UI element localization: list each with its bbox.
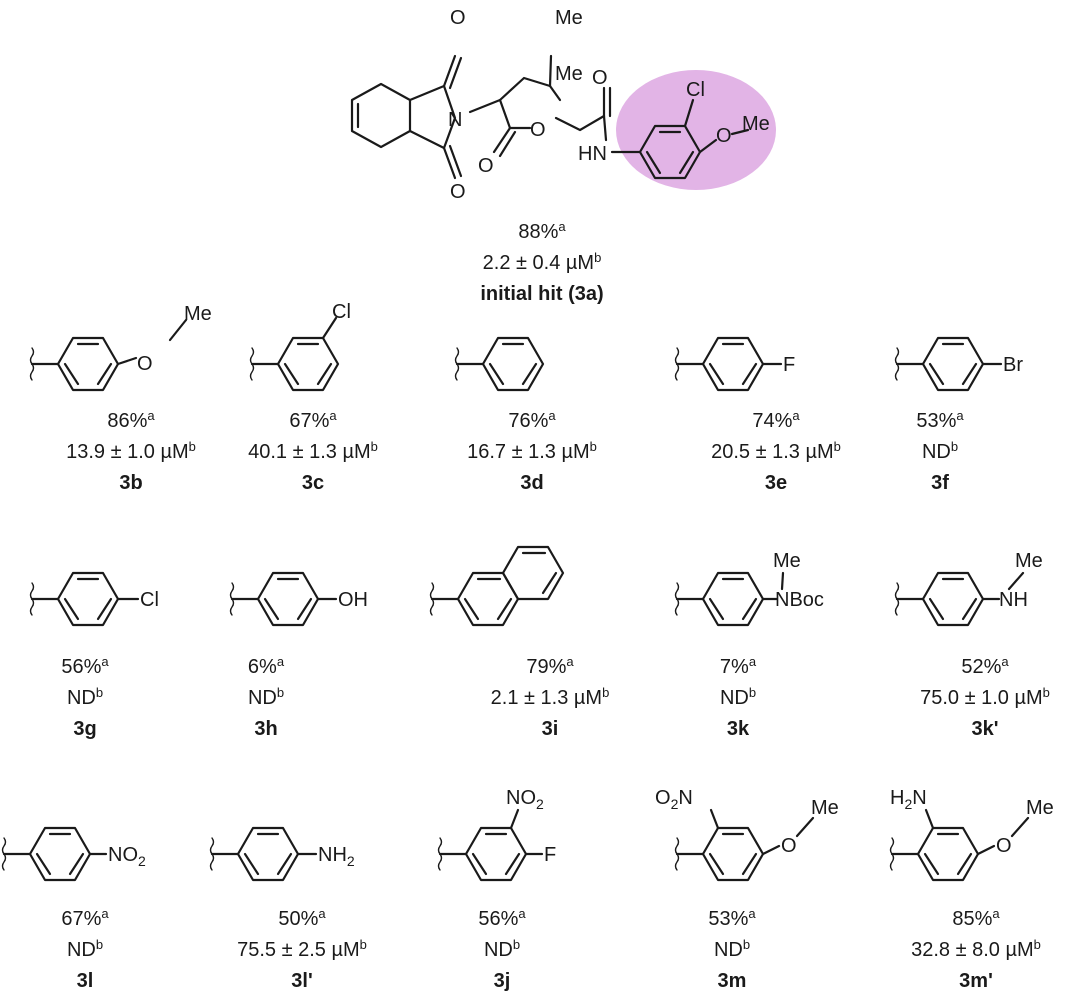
3m-atom-o2n: O2N [655,787,693,812]
info-3m-prime: 85%a 32.8 ± 8.0 µMb 3m' [911,906,1041,992]
atom-n: N [448,109,462,131]
3l-prime-atom-sub: NH2 [318,844,355,869]
info-3b: 86%a 13.9 ± 1.0 µMb 3b [66,408,196,494]
cyclohexene-bonds [350,82,412,149]
structure-3i [429,545,565,627]
3k-prime-atom-nh: NH [999,589,1028,611]
3m-prime-atom-me: Me [1026,797,1054,819]
atom-me2: Me [555,63,583,85]
info-3i: 79%a 2.1 ± 1.3 µMb 3i [490,654,610,740]
atom-o1: O [450,7,466,29]
structure-3c: Cl [249,301,351,392]
structure-3k: Me NBoc [674,550,824,627]
info-3e: 74%a 20.5 ± 1.3 µMb 3e [711,408,841,494]
atom-o4: O [530,119,546,141]
info-3f: 53%a NDb 3f [916,408,964,494]
structure-3l: NO2 [1,826,146,882]
atom-cl: Cl [686,79,705,101]
atom-o2: O [450,181,466,203]
3f-atom-sub: Br [1003,354,1023,376]
hit-label: initial hit (3a) [480,283,604,305]
3m-prime-atom-o: O [996,835,1012,857]
3h-atom-sub: OH [338,589,368,611]
3m-atom-o: O [781,835,797,857]
info-3k: 7%a NDb 3k [719,654,757,740]
3k-prime-atom-me: Me [1015,550,1043,572]
info-3m: 53%a NDb 3m [708,906,756,992]
imide-ring-bonds [408,84,457,150]
info-3c: 67%a 40.1 ± 1.3 µMb 3c [248,408,378,494]
3j-atom-f: F [544,844,556,866]
info-3k-prime: 52%a 75.0 ± 1.0 µMb 3k' [920,654,1050,740]
3b-atom-o: O [137,353,153,375]
3b-atom-me: Me [184,303,212,325]
structure-3d [454,336,545,392]
3e-atom-sub: F [783,354,795,376]
3j-atom-no2: NO2 [506,787,544,812]
3k-atom-me: Me [773,550,801,572]
atom-hn: HN [578,143,607,165]
atom-o5: O [592,67,608,89]
info-3h: 6%a NDb 3h [247,654,285,740]
info-3j: 56%a NDb 3j [478,906,526,992]
structure-3m-prime: H2N O Me [889,787,1054,882]
structure-3g: Cl [29,571,159,627]
structure-3f: Br [894,336,1023,392]
info-3g: 56%a NDb 3g [61,654,109,740]
3m-atom-me: Me [811,797,839,819]
info-3l: 67%a NDb 3l [61,906,109,992]
structure-3j: NO2 F [437,787,556,882]
atom-o6: O [716,125,732,147]
structure-3e: F [674,336,795,392]
info-3l-prime: 50%a 75.5 ± 2.5 µMb 3l' [237,906,367,992]
initial-hit-structure: Me Me N O O O O O HN Cl O Me [350,7,776,203]
hit-ic50: 2.2 ± 0.4 µM [482,252,595,274]
3m-prime-atom-h2n: H2N [890,787,927,812]
3g-atom-sub: Cl [140,589,159,611]
structure-3b: O Me [29,303,212,392]
3k-atom-n: NBoc [775,589,824,611]
initial-hit-info: 88%a 2.2 ± 0.4 µMb initial hit (3a) [400,217,684,310]
atom-me1: Me [555,7,583,29]
aryl-highlight [616,70,776,190]
info-3d: 76%a 16.7 ± 1.3 µMb 3d [467,408,597,494]
3l-atom-sub: NO2 [108,844,146,869]
structure-3k-prime: Me NH [894,550,1043,627]
structure-3h: OH [229,571,368,627]
hit-yield: 88% [518,221,559,243]
atom-ome: Me [742,113,770,135]
structure-3l-prime: NH2 [209,826,355,882]
atom-o3: O [478,155,494,177]
3c-atom-cl: Cl [332,301,351,323]
structure-3m: O2N O Me [655,787,839,882]
